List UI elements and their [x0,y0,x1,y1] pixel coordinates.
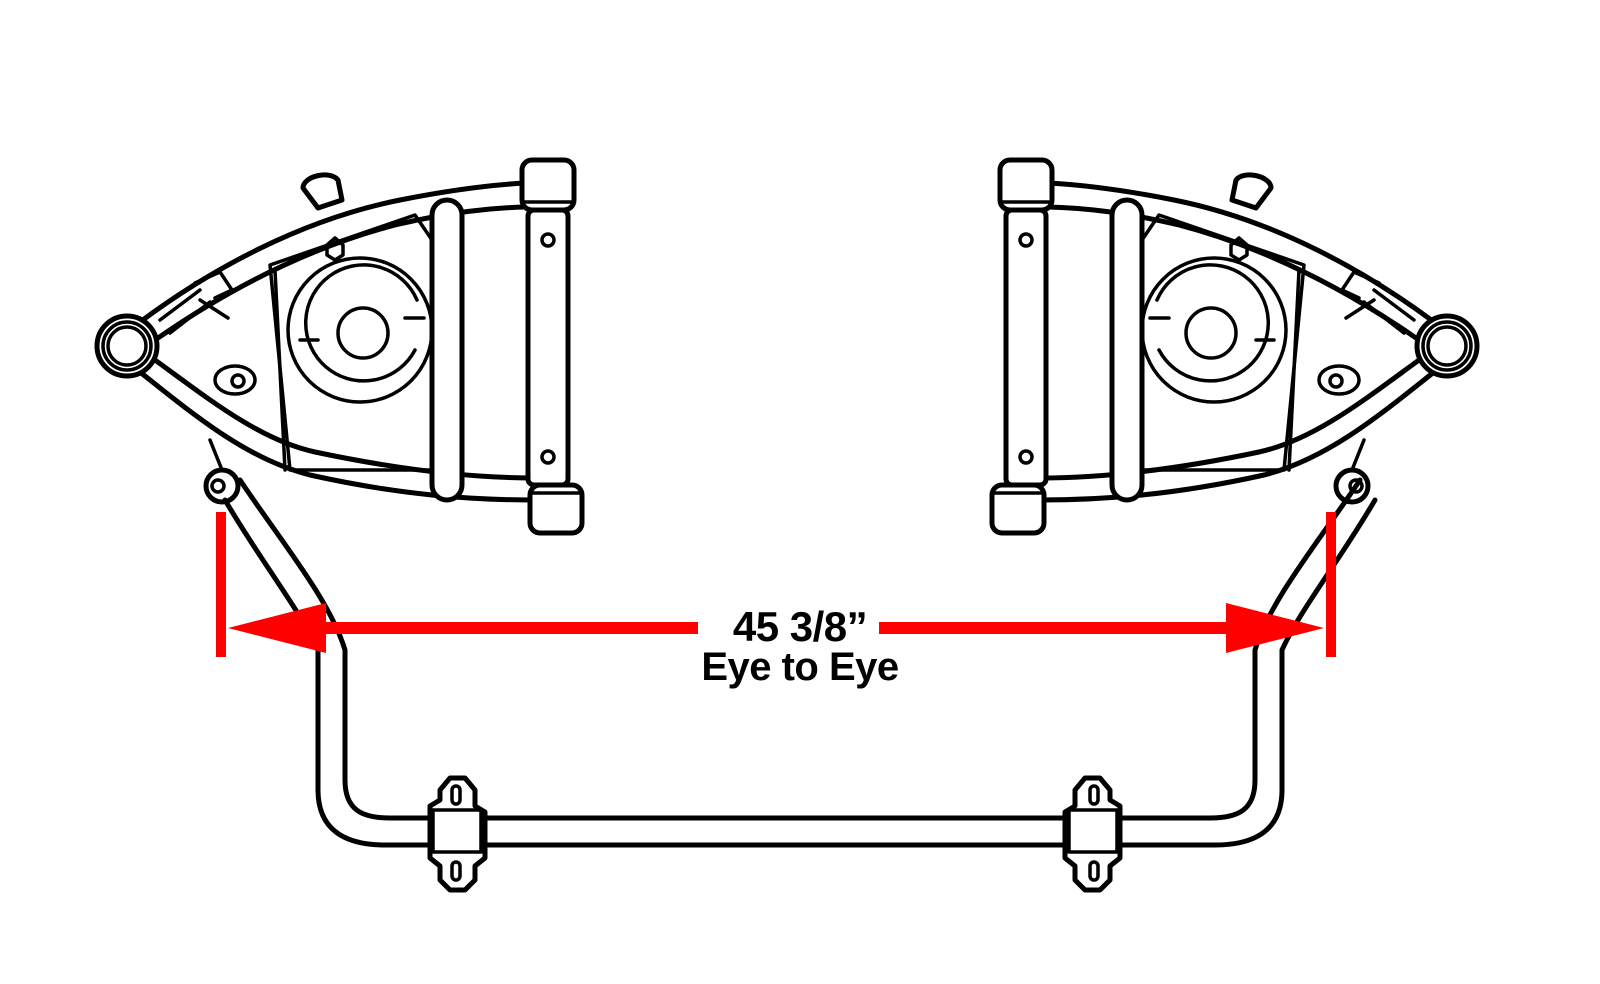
sway-bar-bushing-left [427,775,488,893]
dimension-caption: Eye to Eye [0,645,1600,690]
dimension-caption-text: Eye to Eye [701,645,899,689]
left-control-arm [94,157,585,536]
arrowhead-right [1226,603,1324,653]
dimension-extension-right [1326,512,1336,657]
dimension-extension-left [216,512,226,657]
sway-bar [222,477,1378,848]
dimension-line [216,512,1336,657]
dimension-value: 45 3/8” [0,603,1600,651]
arrowhead-left [228,603,326,653]
sway-bar-bushing-right [1062,775,1123,893]
right-control-arm [989,157,1480,536]
dimension-value-text: 45 3/8” [720,603,880,650]
